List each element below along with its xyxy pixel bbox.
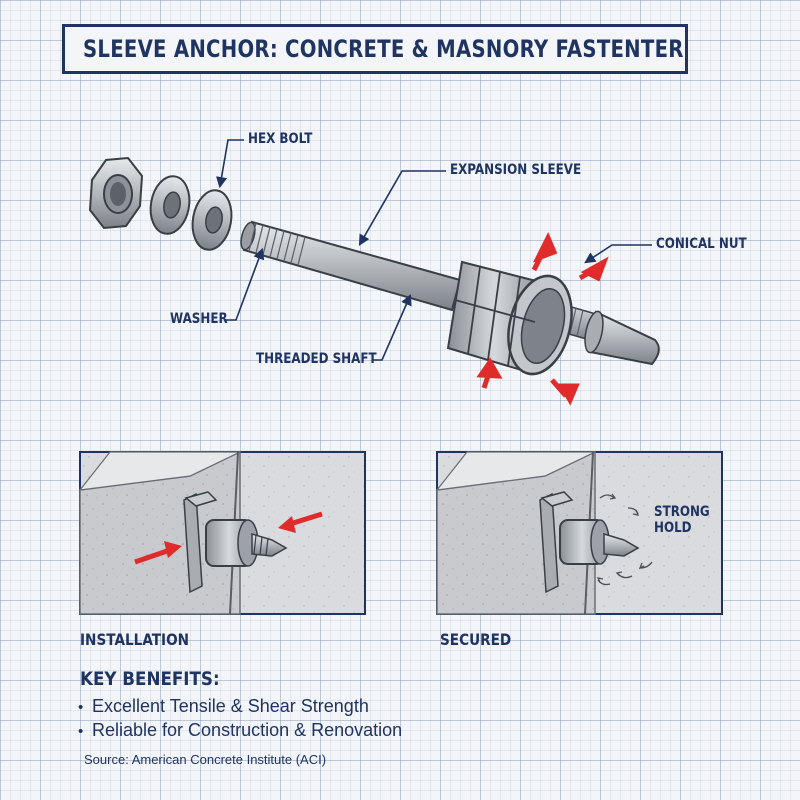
benefit-text: Excellent Tensile & Shear Strength: [92, 696, 369, 716]
key-benefits-title: KEY BENEFITS:: [80, 668, 220, 690]
washer-icon: [149, 175, 191, 235]
benefit-text: Reliable for Construction & Renovation: [92, 720, 403, 740]
hex-nut-icon: [88, 156, 144, 230]
red-arrow-icon: [278, 516, 296, 533]
source-citation: Source: American Concrete Institute (ACI…: [84, 752, 327, 767]
list-item: •Excellent Tensile & Shear Strength: [78, 696, 369, 716]
red-arrow-icon: [476, 232, 609, 406]
washer-label: WASHER: [170, 311, 228, 327]
hex-bolt-label: HEX BOLT: [248, 131, 313, 147]
conical-nut: [584, 310, 660, 366]
secured-label: SECURED: [440, 630, 512, 649]
strong-hold-line1: STRONG: [654, 504, 710, 520]
expansion-sleeve: [446, 260, 573, 376]
washer-icon: [191, 189, 233, 251]
expansion-sleeve-label: EXPANSION SLEEVE: [450, 162, 582, 178]
rotation-arrow-icon: [596, 493, 653, 586]
list-item: •Reliable for Construction & Renovation: [78, 720, 403, 740]
strong-hold-line2: HOLD: [654, 520, 692, 536]
conical-nut-label: CONICAL NUT: [656, 236, 747, 252]
strong-hold-label: STRONG HOLD: [654, 504, 710, 536]
secured-panel: [435, 450, 723, 615]
page-title: SLEEVE ANCHOR: CONCRETE & MASNORY FASTEN…: [83, 35, 684, 63]
benefits-list: •Excellent Tensile & Shear Strength •Rel…: [78, 694, 402, 742]
installation-label: INSTALLATION: [80, 630, 190, 649]
installation-panel: [78, 450, 366, 615]
title-box: SLEEVE ANCHOR: CONCRETE & MASNORY FASTEN…: [62, 24, 688, 74]
threaded-shaft-label: THREADED SHAFT: [256, 351, 377, 367]
red-arrow-icon: [164, 541, 182, 558]
